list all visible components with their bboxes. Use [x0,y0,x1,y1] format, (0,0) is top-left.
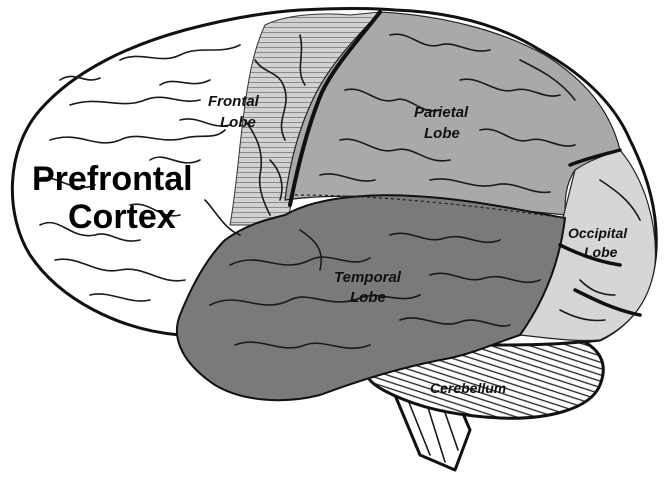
prefrontal-gyri [34,44,241,302]
cerebellum-label: Cerebellum [430,380,506,396]
svg-text:Lobe: Lobe [220,114,256,131]
temporal-lobe-label: Temporal Lobe [334,269,402,306]
prefrontal-cortex-label: Prefrontal Cortex [32,160,193,236]
svg-text:Frontal: Frontal [208,93,260,110]
parietal-temporal-boundary [294,194,566,219]
parietal-lobe-label: Parietal Lobe [414,104,469,142]
svg-text:Occipital: Occipital [568,225,628,241]
parieto-occipital-sulcus [558,148,642,317]
svg-text:Prefrontal: Prefrontal [32,160,193,198]
frontal-lobe-label: Frontal Lobe [208,93,260,131]
occipital-gyri [559,179,641,322]
svg-text:Lobe: Lobe [350,289,386,306]
occipital-lobe-label: Occipital Lobe [568,225,628,260]
svg-text:Parietal: Parietal [414,104,469,121]
parietal-gyri [319,33,576,194]
temporal-gyri [209,229,541,350]
svg-text:Lobe: Lobe [424,125,460,142]
temporal-lobe-region [175,194,567,402]
svg-text:Temporal: Temporal [334,269,402,286]
parietal-lobe-region [284,11,621,216]
central-sulcus [288,10,382,207]
svg-text:Lobe: Lobe [584,244,618,260]
svg-text:Cortex: Cortex [68,198,176,236]
frontal-gyri [244,34,306,216]
